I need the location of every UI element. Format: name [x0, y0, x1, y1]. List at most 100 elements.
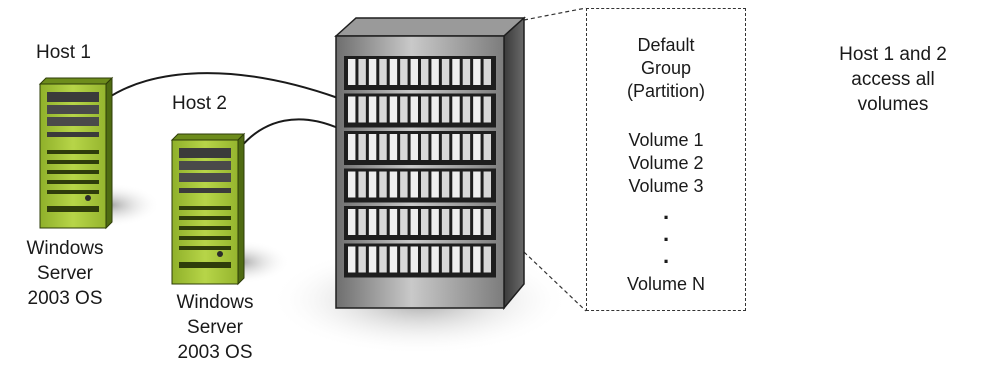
disk-slot [358, 96, 366, 123]
ellipsis-dot: . [662, 199, 670, 224]
disk-slot [441, 96, 450, 123]
volume-item: Volume 1 [628, 130, 704, 150]
disk-slot [389, 134, 398, 160]
disk-slot [462, 134, 471, 160]
host2-server-icon [170, 132, 246, 286]
disk-slot [483, 96, 491, 123]
disk-slot [452, 246, 460, 273]
disk-slot [421, 96, 429, 123]
disk-slot [473, 209, 481, 235]
disk-slot [452, 171, 460, 198]
disk-slot [358, 59, 366, 85]
disk-slot [389, 96, 398, 123]
disk-slot [379, 246, 387, 273]
disk-slot [452, 209, 460, 235]
group-name-line: Group [640, 58, 692, 78]
access-note-line: Host 1 and 2 [839, 44, 947, 65]
disk-slot [379, 134, 387, 160]
disk-slot [421, 134, 429, 160]
disk-slot [421, 171, 429, 198]
disk-slot [452, 59, 460, 85]
disk-slot [441, 171, 450, 198]
host2-label: Host 2 [172, 93, 227, 114]
group-name: Default Group (Partition) [587, 34, 745, 103]
disk-slot [431, 134, 439, 160]
disk-slot [379, 59, 387, 85]
disk-slot [431, 59, 439, 85]
host1-os-line: Server [37, 263, 93, 284]
disk-slot [368, 59, 377, 85]
disk-slot [421, 209, 429, 235]
disk-slot [389, 209, 398, 235]
disk-slot [462, 96, 471, 123]
callout-line-bottom [523, 251, 587, 312]
disk-slot [441, 246, 450, 273]
volume-item: Volume 2 [628, 153, 704, 173]
disk-slot [410, 246, 418, 273]
disk-slot [358, 171, 366, 198]
disk-slot [348, 246, 356, 273]
host2-os-line: Windows [176, 292, 254, 313]
disk-slot [452, 134, 460, 160]
disk-slot [379, 171, 387, 198]
disk-slot [483, 171, 491, 198]
disk-slot [441, 134, 450, 160]
disk-slot [462, 59, 471, 85]
disk-slot [410, 209, 418, 235]
disk-slot [473, 59, 481, 85]
disk-slot [389, 171, 398, 198]
disk-slot [483, 134, 491, 160]
disk-slot [431, 209, 439, 235]
storage-cabinet-icon [334, 16, 526, 311]
host1-cable [107, 72, 339, 99]
disk-slot [473, 246, 481, 273]
ellipsis-dot: . [662, 221, 670, 246]
volume-ellipsis: . . . [587, 201, 745, 267]
disk-slot [368, 246, 377, 273]
disk-slot [358, 246, 366, 273]
disk-slot [421, 59, 429, 85]
disk-slot [389, 246, 398, 273]
group-name-line: Default [637, 35, 695, 55]
disk-slot [473, 96, 481, 123]
disk-slot [348, 171, 356, 198]
host2-cable [239, 118, 339, 149]
disk-slot [410, 134, 418, 160]
host1-label: Host 1 [36, 42, 91, 63]
disk-slot [400, 209, 408, 235]
disk-slot [379, 96, 387, 123]
volume-item-last: Volume N [626, 274, 706, 294]
disk-slot [368, 134, 377, 160]
disk-slot [358, 209, 366, 235]
disk-slot [400, 59, 408, 85]
host1-os-line: 2003 OS [27, 288, 103, 309]
volume-item: Volume 3 [628, 176, 704, 196]
disk-slot [462, 209, 471, 235]
access-note: Host 1 and 2 access all volumes [826, 42, 960, 117]
disk-slot [483, 59, 491, 85]
group-name-line: (Partition) [626, 81, 706, 101]
disk-slot [452, 96, 460, 123]
access-note-line: volumes [857, 94, 929, 115]
disk-slot [431, 171, 439, 198]
host1-os-label: Windows Server 2003 OS [10, 236, 120, 311]
disk-slot [379, 209, 387, 235]
disk-slot [410, 96, 418, 123]
disk-slot [473, 171, 481, 198]
volume-list: Volume 1 Volume 2 Volume 3 [587, 129, 745, 198]
access-note-line: access all [851, 69, 935, 90]
disk-slot [368, 96, 377, 123]
callout-line-top [523, 7, 587, 21]
host2-os-line: Server [187, 317, 243, 338]
disk-slot [462, 246, 471, 273]
disk-slot [431, 96, 439, 123]
disk-slot [483, 246, 491, 273]
disk-slot [410, 171, 418, 198]
disk-slot [410, 59, 418, 85]
disk-slot [358, 134, 366, 160]
disk-slot [441, 59, 450, 85]
disk-slot [348, 209, 356, 235]
volume-group-box: Default Group (Partition) Volume 1 Volum… [586, 8, 746, 311]
disk-slot [400, 246, 408, 273]
